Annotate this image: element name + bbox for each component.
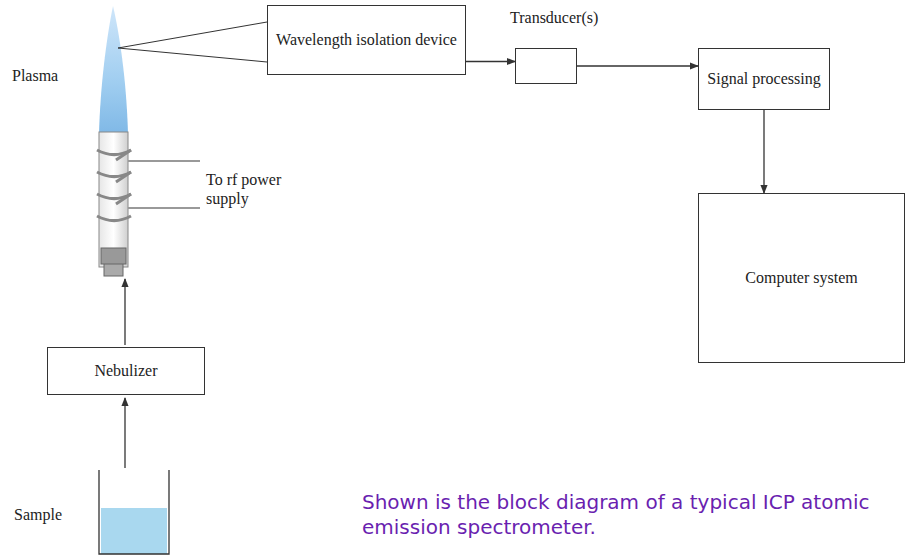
part-label: Sample <box>14 505 62 524</box>
part-label: To rf power supply <box>206 170 296 208</box>
flow-arrow <box>466 61 515 62</box>
node-text: Wavelength isolation device <box>276 30 457 49</box>
node-text: Transducer(s) <box>510 8 598 27</box>
process-box: Signal processing <box>698 48 830 110</box>
flow-arrow <box>577 65 698 66</box>
node-text: Nebulizer <box>94 361 157 380</box>
caption: Shown is the block diagram of a typical … <box>362 490 897 540</box>
plasma-torch <box>97 6 267 276</box>
flow-arrow <box>763 110 764 193</box>
flow-arrow <box>124 279 125 345</box>
computer-box: Computer system <box>698 193 905 363</box>
transducer-box: Transducer(s) <box>510 8 598 86</box>
node-text: Computer system <box>745 268 857 287</box>
node-text: Signal processing <box>707 69 820 88</box>
part-label: Plasma <box>12 66 58 85</box>
transducer-shape <box>515 48 577 84</box>
sample-beaker <box>99 470 169 554</box>
wavelength-box: Wavelength isolation device <box>267 5 466 75</box>
flow-arrow <box>124 398 125 468</box>
nebulizer-box: Nebulizer <box>47 347 205 395</box>
